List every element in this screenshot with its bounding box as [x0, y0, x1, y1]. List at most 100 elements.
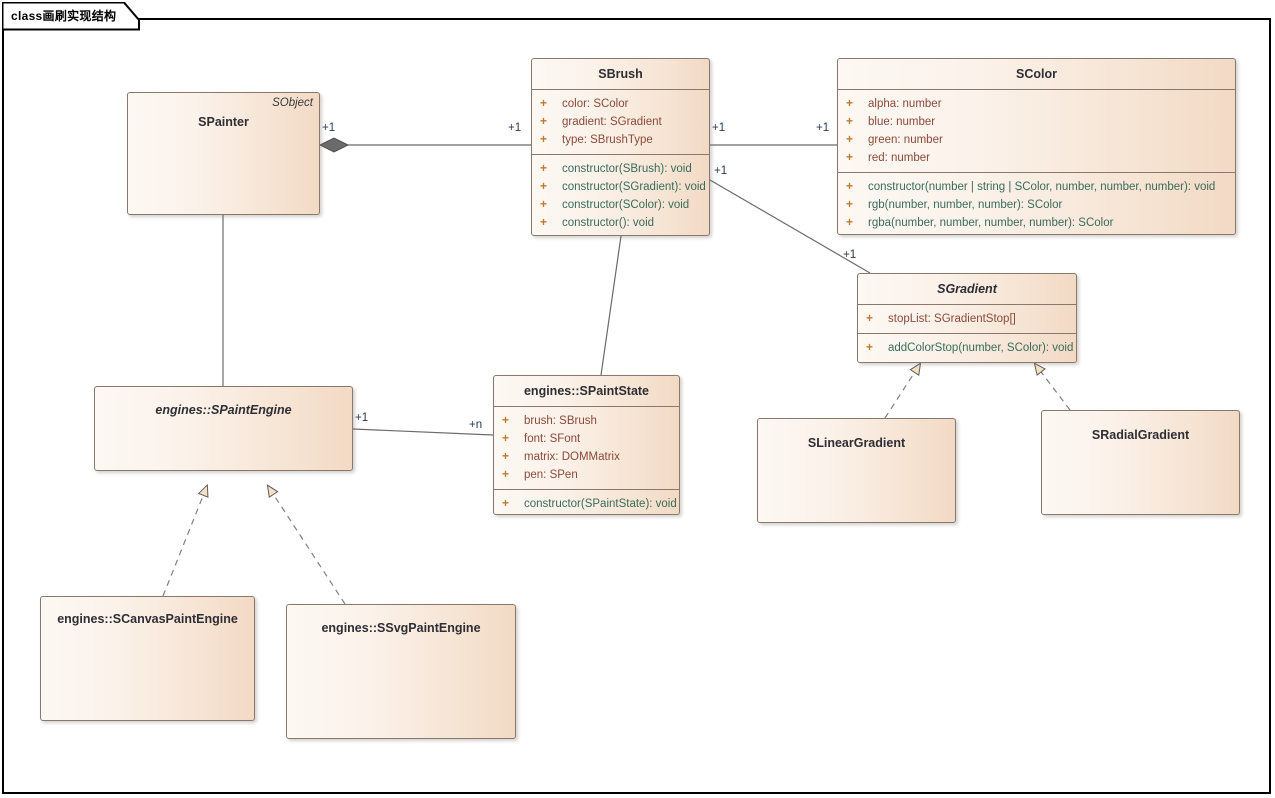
class-title-spaintengine: engines::SPaintEngine	[95, 387, 352, 425]
attribute-row: + color: SColor	[532, 95, 709, 113]
operation-row: + constructor(SPaintState): void	[494, 495, 679, 513]
attribute-signature: alpha: number	[868, 98, 942, 110]
link-spainter-sbrush	[318, 137, 531, 153]
attribute-row: + stopList: SGradientStop[]	[858, 310, 1076, 328]
attribute-signature: type: SBrushType	[562, 134, 653, 146]
multiplicity-brush-gradient-source: +1	[714, 165, 728, 177]
visibility-marker: +	[540, 215, 548, 229]
multiplicity-brush-color-source: +1	[712, 122, 726, 134]
attribute-row: + brush: SBrush	[494, 412, 679, 430]
operation-signature: constructor(number | string | SColor, nu…	[868, 181, 1216, 193]
multiplicity-painter-brush-target: +1	[508, 122, 522, 134]
class-title-scanvaspaintengine: engines::SCanvasPaintEngine	[41, 597, 254, 634]
class-name-scanvaspaintengine: engines::SCanvasPaintEngine	[57, 612, 238, 626]
operation-row: + constructor(number | string | SColor, …	[838, 178, 1235, 196]
visibility-marker: +	[846, 96, 854, 110]
class-box-spaintstate[interactable]: engines::SPaintState + brush: SBrush + f…	[493, 375, 680, 515]
visibility-marker: +	[502, 431, 510, 445]
class-name-spainter: SPainter	[198, 115, 249, 129]
class-name-spaintengine: engines::SPaintEngine	[155, 403, 292, 417]
class-operations-sgradient: + addColorStop(number, SColor): void	[858, 333, 1076, 362]
class-box-slineargradient[interactable]: SLinearGradient	[757, 418, 956, 523]
operation-row: + rgba(number, number, number, number): …	[838, 214, 1235, 232]
visibility-marker: +	[540, 161, 548, 175]
visibility-marker: +	[846, 179, 854, 193]
operation-row: + constructor(SGradient): void	[532, 178, 709, 196]
class-title-slineargradient: SLinearGradient	[758, 419, 955, 458]
class-title-spaintstate: engines::SPaintState	[494, 376, 679, 407]
visibility-marker: +	[540, 132, 548, 146]
class-box-spainter[interactable]: SObject SPainter	[127, 92, 320, 215]
attribute-row: + type: SBrushType	[532, 131, 709, 149]
operation-row: + constructor(SBrush): void	[532, 160, 709, 178]
operation-signature: rgba(number, number, number, number): SC…	[868, 217, 1114, 229]
class-title-spainter: SObject SPainter	[128, 93, 319, 137]
operation-signature: rgb(number, number, number): SColor	[868, 199, 1063, 211]
diagram-frame-tab: class画刷实现结构	[2, 2, 140, 31]
attribute-row: + green: number	[838, 131, 1235, 149]
operation-row: + constructor(): void	[532, 214, 709, 232]
attribute-row: + gradient: SGradient	[532, 113, 709, 131]
visibility-marker: +	[846, 132, 854, 146]
multiplicity-brush-gradient-target: +1	[843, 249, 857, 261]
attribute-signature: green: number	[868, 134, 943, 146]
class-box-sbrush[interactable]: SBrush + color: SColor + gradient: SGrad…	[531, 58, 710, 236]
attribute-row: + pen: SPen	[494, 466, 679, 484]
visibility-marker: +	[502, 413, 510, 427]
link-sbrush-spaintstate	[600, 235, 622, 376]
class-stereotype-spainter: SObject	[272, 97, 313, 109]
class-box-sradialgradient[interactable]: SRadialGradient	[1041, 410, 1240, 515]
multiplicity-engine-state-target: +n	[469, 419, 483, 431]
link-sradialgradient-sgradient	[1033, 362, 1071, 411]
link-slineargradient-sgradient	[884, 362, 922, 419]
attribute-signature: brush: SBrush	[524, 415, 597, 427]
visibility-marker: +	[846, 215, 854, 229]
frame-tab-shape	[2, 2, 140, 31]
class-attributes-scolor: + alpha: number + blue: number + green: …	[838, 90, 1235, 172]
operation-row: + addColorStop(number, SColor): void	[858, 339, 1076, 357]
class-name-sgradient: SGradient	[937, 282, 997, 296]
class-name-sbrush: SBrush	[598, 67, 643, 81]
class-name-scolor: SColor	[1016, 67, 1057, 81]
attribute-signature: color: SColor	[562, 98, 629, 110]
class-box-spaintengine[interactable]: engines::SPaintEngine	[94, 386, 353, 471]
visibility-marker: +	[502, 496, 510, 510]
operation-signature: constructor(): void	[562, 217, 655, 229]
operation-signature: addColorStop(number, SColor): void	[888, 342, 1074, 354]
operation-row: + rgb(number, number, number): SColor	[838, 196, 1235, 214]
attribute-signature: pen: SPen	[524, 469, 578, 481]
class-box-ssvgpaintengine[interactable]: engines::SSvgPaintEngine	[286, 604, 516, 739]
visibility-marker: +	[846, 114, 854, 128]
attribute-signature: blue: number	[868, 116, 936, 128]
link-scanvaspaintengine-spaintengine	[162, 483, 209, 597]
link-spainter-spaintengine	[215, 185, 231, 386]
class-name-slineargradient: SLinearGradient	[807, 436, 906, 450]
attribute-signature: red: number	[868, 152, 931, 164]
class-title-scolor: SColor	[838, 59, 1235, 90]
multiplicity-engine-state-source: +1	[355, 412, 369, 424]
class-operations-sbrush: + constructor(SBrush): void + constructo…	[532, 154, 709, 235]
attribute-signature: matrix: DOMMatrix	[524, 451, 620, 463]
class-box-scolor[interactable]: SColor + alpha: number + blue: number + …	[837, 58, 1236, 235]
visibility-marker: +	[502, 449, 510, 463]
visibility-marker: +	[866, 340, 874, 354]
class-operations-scolor: + constructor(number | string | SColor, …	[838, 172, 1235, 234]
operation-signature: constructor(SBrush): void	[562, 163, 692, 175]
link-ssvgpaintengine-spaintengine	[266, 484, 346, 605]
attribute-signature: stopList: SGradientStop[]	[888, 313, 1016, 325]
class-box-scanvaspaintengine[interactable]: engines::SCanvasPaintEngine	[40, 596, 255, 721]
class-box-sgradient[interactable]: SGradient + stopList: SGradientStop[] + …	[857, 273, 1077, 363]
visibility-marker: +	[502, 467, 510, 481]
visibility-marker: +	[866, 311, 874, 325]
attribute-row: + blue: number	[838, 113, 1235, 131]
visibility-marker: +	[846, 197, 854, 211]
class-name-ssvgpaintengine: engines::SSvgPaintEngine	[321, 621, 481, 635]
visibility-marker: +	[540, 179, 548, 193]
multiplicity-brush-color-target: +1	[816, 122, 830, 134]
class-operations-spaintstate: + constructor(SPaintState): void	[494, 489, 679, 514]
visibility-marker: +	[540, 114, 548, 128]
attribute-row: + matrix: DOMMatrix	[494, 448, 679, 466]
class-attributes-sbrush: + color: SColor + gradient: SGradient + …	[532, 90, 709, 154]
class-title-sradialgradient: SRadialGradient	[1042, 411, 1239, 450]
